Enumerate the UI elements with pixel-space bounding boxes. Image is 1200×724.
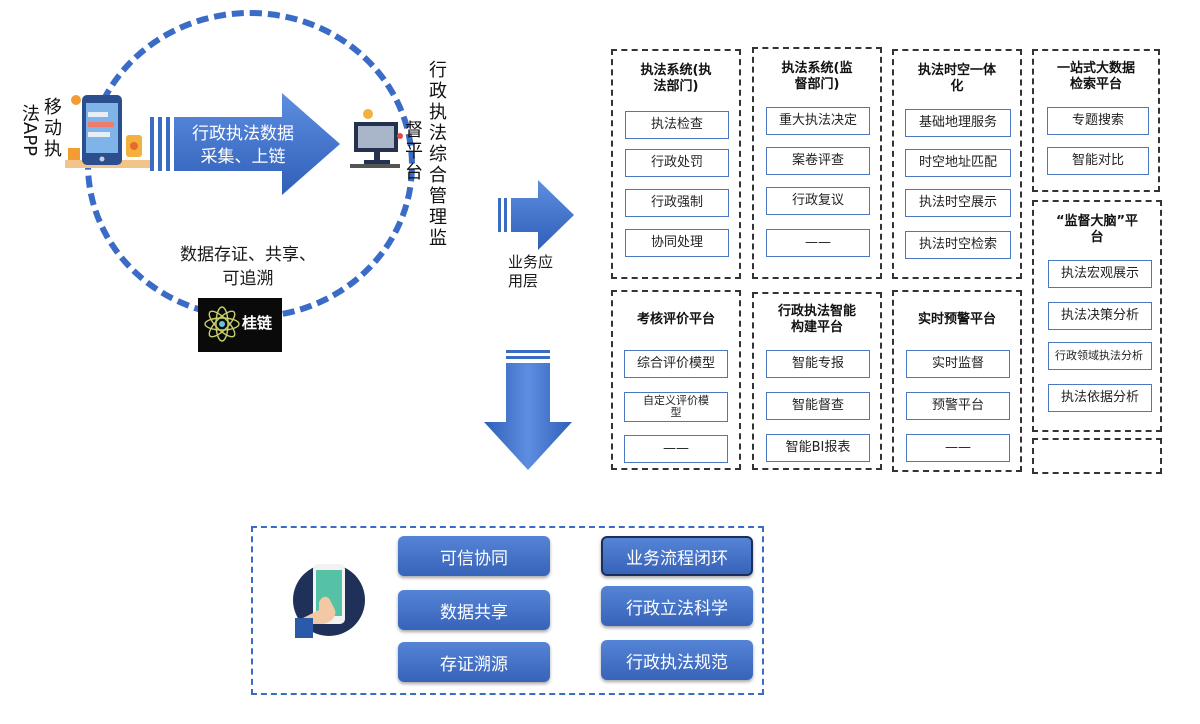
panel-assessment: 考核评价平台 综合评价模型 自定义评价模型 —— bbox=[611, 290, 741, 470]
item-smart-compare[interactable]: 智能对比 bbox=[1047, 147, 1149, 175]
item-domain-analysis[interactable]: 行政领域执法分析 bbox=[1048, 342, 1152, 370]
data-sharing-button[interactable]: 数据共享 bbox=[398, 590, 550, 630]
item-collab-handling[interactable]: 协同处理 bbox=[625, 229, 729, 257]
panel-supervision-dept: 执法系统(监督部门) 重大执法决定 案卷评查 行政复议 —— bbox=[752, 47, 882, 279]
item-placeholder[interactable]: —— bbox=[624, 435, 728, 463]
panel-smart-build: 行政执法智能构建平台 智能专报 智能督查 智能BI报表 bbox=[752, 292, 882, 470]
item-custom-eval-model[interactable]: 自定义评价模型 bbox=[624, 392, 728, 422]
item-placeholder[interactable]: —— bbox=[766, 229, 870, 257]
panel-title: 实时预警平台 bbox=[917, 312, 996, 327]
item-macro-display[interactable]: 执法宏观展示 bbox=[1048, 260, 1152, 288]
phone-touch-icon bbox=[291, 558, 367, 642]
item-address-matching[interactable]: 时空地址匹配 bbox=[905, 149, 1011, 177]
item-admin-coercion[interactable]: 行政强制 bbox=[625, 189, 729, 217]
panel-title: 执法系统(执法部门) bbox=[640, 63, 712, 94]
panel-title: 执法时空一体化 bbox=[917, 63, 996, 94]
item-spatiotemporal-search[interactable]: 执法时空检索 bbox=[905, 231, 1011, 259]
enforcement-standard-button[interactable]: 行政执法规范 bbox=[601, 640, 753, 680]
supervision-platform-label: 行 政 执 法 综 合 管 理 监 督 平 台 bbox=[405, 60, 447, 249]
panel-realtime-warning: 实时预警平台 实时监督 预警平台 —— bbox=[892, 290, 1022, 472]
item-smart-supervision[interactable]: 智能督查 bbox=[766, 392, 870, 420]
mobile-app-label: 移 动 执 法APP bbox=[19, 97, 62, 160]
monitor-icon bbox=[348, 108, 408, 172]
panel-title: 一站式大数据检索平台 bbox=[1056, 61, 1135, 92]
panel-supervision-brain: “监督大脑”平台 执法宏观展示 执法决策分析 行政领域执法分析 执法依据分析 bbox=[1032, 200, 1162, 432]
guilian-logo-text: 桂链 bbox=[242, 314, 273, 332]
item-warning-platform[interactable]: 预警平台 bbox=[906, 392, 1010, 420]
app-layer-label: 业务应 用层 bbox=[508, 253, 554, 290]
item-smart-report[interactable]: 智能专报 bbox=[766, 350, 870, 378]
panel-spatiotemporal: 执法时空一体化 基础地理服务 时空地址匹配 执法时空展示 执法时空检索 bbox=[892, 49, 1022, 279]
storage-label: 数据存证、共享、 可追溯 bbox=[180, 245, 316, 289]
legislation-science-button[interactable]: 行政立法科学 bbox=[601, 586, 753, 626]
panel-title: “监督大脑”平台 bbox=[1055, 214, 1139, 245]
trusted-collab-button[interactable]: 可信协同 bbox=[398, 536, 550, 576]
panel-title: 执法系统(监督部门) bbox=[781, 61, 853, 92]
panel-title: 行政执法智能构建平台 bbox=[777, 304, 856, 335]
item-admin-reconsideration[interactable]: 行政复议 bbox=[766, 187, 870, 215]
down-arrow bbox=[484, 350, 572, 470]
item-placeholder[interactable]: —— bbox=[906, 434, 1010, 462]
item-spatiotemporal-display[interactable]: 执法时空展示 bbox=[905, 189, 1011, 217]
app-layer-arrow bbox=[498, 180, 576, 250]
data-collection-arrow bbox=[150, 93, 345, 195]
data-collection-label: 行政执法数据 采集、上链 bbox=[192, 124, 294, 167]
panel-title: 考核评价平台 bbox=[636, 312, 715, 327]
item-admin-penalty[interactable]: 行政处罚 bbox=[625, 149, 729, 177]
benefits-box: 可信协同 数据共享 存证溯源 业务流程闭环 行政立法科学 行政执法规范 bbox=[251, 526, 764, 695]
item-smart-bi-report[interactable]: 智能BI报表 bbox=[766, 434, 870, 462]
item-enforcement-inspection[interactable]: 执法检查 bbox=[625, 111, 729, 139]
panel-bigdata-search: 一站式大数据检索平台 专题搜索 智能对比 bbox=[1032, 49, 1160, 192]
evidence-trace-button[interactable]: 存证溯源 bbox=[398, 642, 550, 682]
panel-enforcement-dept: 执法系统(执法部门) 执法检查 行政处罚 行政强制 协同处理 bbox=[611, 49, 741, 279]
item-basis-analysis[interactable]: 执法依据分析 bbox=[1048, 384, 1152, 412]
mobile-phone-icon bbox=[60, 90, 155, 180]
process-closed-loop-button[interactable]: 业务流程闭环 bbox=[601, 536, 753, 576]
panel-empty bbox=[1032, 438, 1162, 474]
item-eval-model[interactable]: 综合评价模型 bbox=[624, 350, 728, 378]
item-topic-search[interactable]: 专题搜索 bbox=[1047, 107, 1149, 135]
guilian-logo: 桂链 bbox=[198, 298, 282, 352]
item-case-review[interactable]: 案卷评查 bbox=[766, 147, 870, 175]
item-decision-analysis[interactable]: 执法决策分析 bbox=[1048, 302, 1152, 330]
item-base-geo-service[interactable]: 基础地理服务 bbox=[905, 109, 1011, 137]
item-realtime-monitor[interactable]: 实时监督 bbox=[906, 350, 1010, 378]
item-major-decision[interactable]: 重大执法决定 bbox=[766, 107, 870, 135]
